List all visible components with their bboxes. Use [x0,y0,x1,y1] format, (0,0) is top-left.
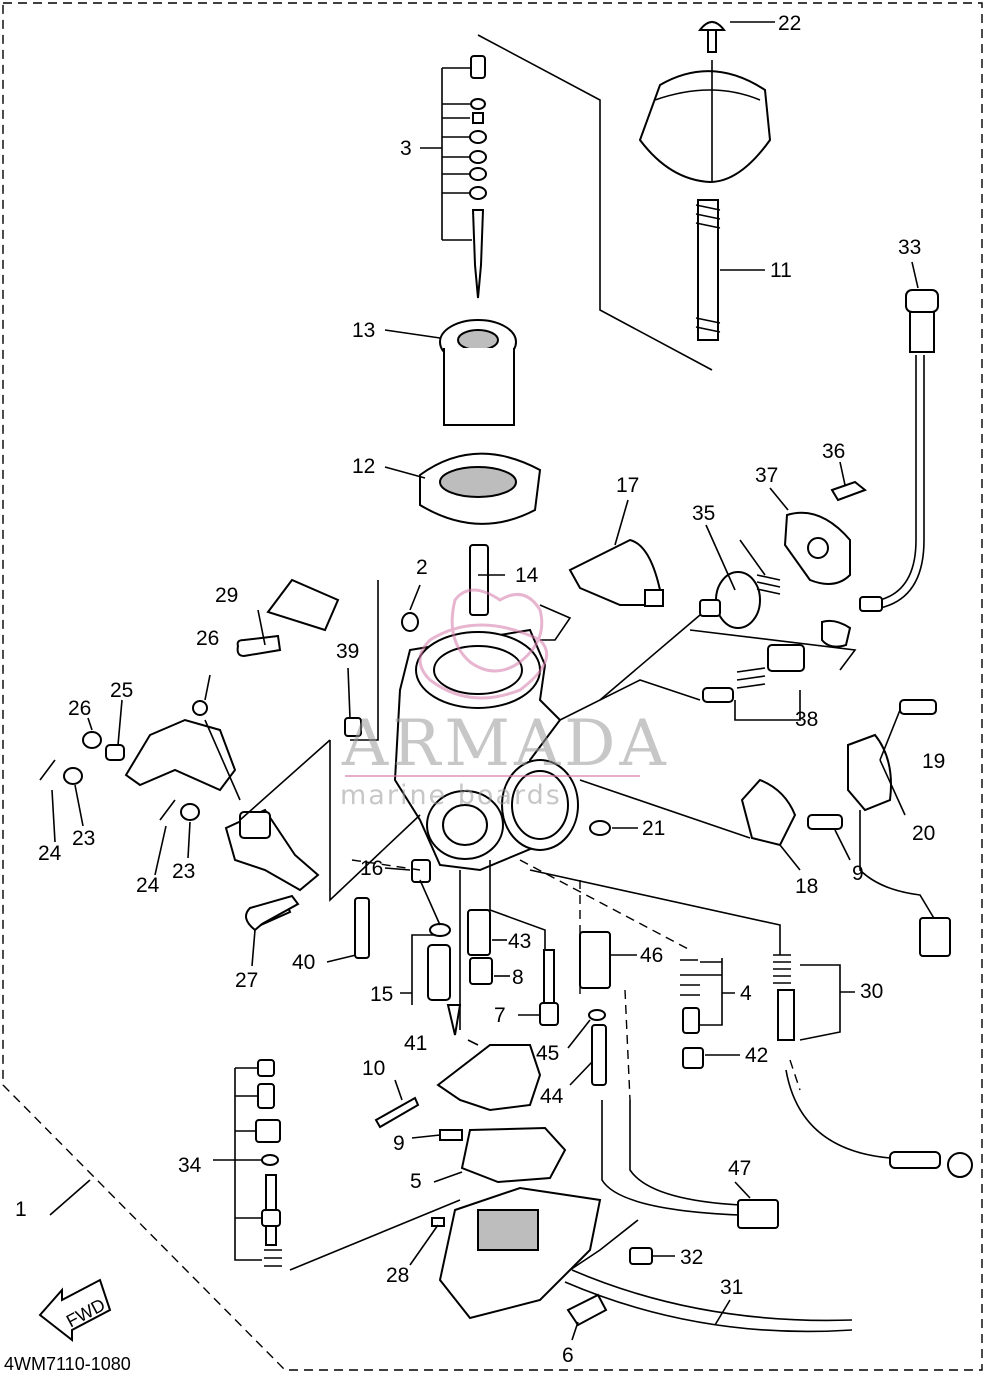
callout-30: 30 [860,980,883,1003]
callout-23-b: 23 [172,860,195,883]
callout-32: 32 [680,1246,703,1269]
callout-9-b: 9 [393,1132,405,1155]
callout-7: 7 [494,1004,506,1027]
callout-14: 14 [515,564,539,587]
callout-33: 33 [898,236,921,259]
callout-25: 25 [110,679,133,702]
callout-26-a: 26 [196,627,219,650]
callout-18: 18 [795,875,818,898]
callout-34: 34 [178,1154,202,1177]
callout-19: 19 [922,750,945,773]
leader-lines [49,21,919,1341]
diagram-code: 4WM7110-1080 [4,1354,131,1374]
callout-28: 28 [386,1264,409,1287]
callout-23-a: 23 [72,827,95,850]
callout-12: 12 [352,455,375,478]
callout-15: 15 [370,983,393,1006]
callout-17: 17 [616,474,639,497]
callout-11: 11 [770,259,792,282]
callout-43: 43 [508,930,531,953]
callout-3: 3 [400,137,412,160]
callout-6: 6 [562,1344,574,1367]
callout-38: 38 [795,708,818,731]
callout-5: 5 [410,1170,422,1193]
callout-27: 27 [235,969,258,992]
callout-1: 1 [15,1198,27,1221]
callout-16: 16 [360,857,383,880]
callout-13: 13 [352,319,375,342]
callout-8: 8 [512,966,524,989]
callout-2: 2 [416,556,428,579]
fwd-arrow: FWD [38,1278,112,1343]
watermark-logo [418,588,549,700]
callout-44: 44 [540,1085,564,1108]
callout-labels: 22 3 11 33 13 12 36 37 17 35 2 14 29 26 … [15,12,945,1367]
callout-47: 47 [728,1157,751,1180]
watermark-line2: marine boards [340,780,562,811]
callout-31: 31 [720,1276,743,1299]
callout-21: 21 [642,817,665,840]
callout-39: 39 [336,640,359,663]
callout-41: 41 [404,1032,427,1055]
callout-37: 37 [755,464,778,487]
watermark-line1: ARMADA [341,707,670,781]
assembly-lines [204,34,857,1271]
callout-46: 46 [640,944,663,967]
watermark: ARMADA marine boards [340,588,670,811]
top-cover [638,70,772,184]
callout-40: 40 [292,951,315,974]
parts-drawing [39,21,973,1333]
callout-29: 29 [215,584,238,607]
callout-45: 45 [536,1042,559,1065]
callout-26-b: 26 [68,697,91,720]
callout-10: 10 [362,1057,385,1080]
callout-20: 20 [912,822,935,845]
callout-24-a: 24 [38,842,62,865]
callout-35: 35 [692,502,715,525]
callout-36: 36 [822,440,845,463]
callout-24-b: 24 [136,874,160,897]
callout-9-a: 9 [852,862,864,885]
callout-4: 4 [740,982,752,1005]
callout-42: 42 [745,1044,768,1067]
callout-22: 22 [778,12,801,35]
float-bowl [438,1186,602,1320]
